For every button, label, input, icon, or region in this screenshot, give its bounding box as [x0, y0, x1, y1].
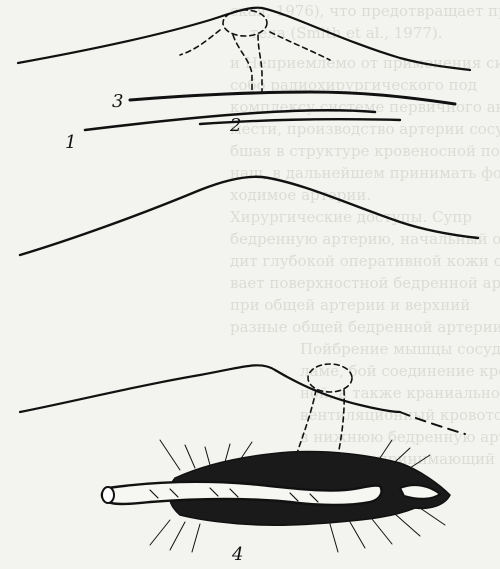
tissue-fiber — [192, 524, 200, 552]
tissue-fiber — [185, 445, 195, 468]
tissue-fiber — [410, 455, 430, 468]
tissue-fiber — [420, 508, 445, 525]
tissue-fiber — [205, 447, 210, 465]
dashed-connector-line — [180, 30, 220, 55]
vessel-line-3 — [130, 92, 455, 104]
dashed-oval-incision — [223, 10, 267, 36]
label-2: 2 — [229, 115, 241, 136]
tissue-fiber — [395, 448, 410, 462]
tissue-fiber — [350, 522, 365, 548]
skin-contour-line — [18, 8, 470, 70]
label-1: 1 — [65, 132, 76, 153]
panel-middle-figure — [20, 177, 478, 255]
panel-bottom-figure — [20, 364, 465, 552]
dashed-connector-line — [258, 35, 262, 93]
skin-contour-line — [20, 177, 478, 255]
artery-cut-end — [102, 487, 114, 503]
label-4: 4 — [231, 544, 243, 565]
dashed-connector-line — [270, 32, 330, 60]
tissue-fiber — [160, 440, 180, 470]
tissue-fiber — [170, 522, 185, 550]
tissue-fiber — [225, 444, 230, 462]
tissue-fiber — [380, 440, 392, 458]
tissue-fiber — [330, 524, 338, 552]
tissue-fiber — [395, 514, 420, 536]
tissue-fiber — [150, 520, 170, 545]
skin-contour-line — [20, 365, 400, 412]
dashed-skin-extension — [400, 412, 465, 434]
dashed-connector-line — [233, 35, 252, 93]
label-3: 3 — [112, 91, 123, 112]
panel-top-figure — [18, 8, 470, 130]
tissue-fiber — [372, 519, 392, 544]
dashed-oval-incision — [308, 364, 352, 392]
